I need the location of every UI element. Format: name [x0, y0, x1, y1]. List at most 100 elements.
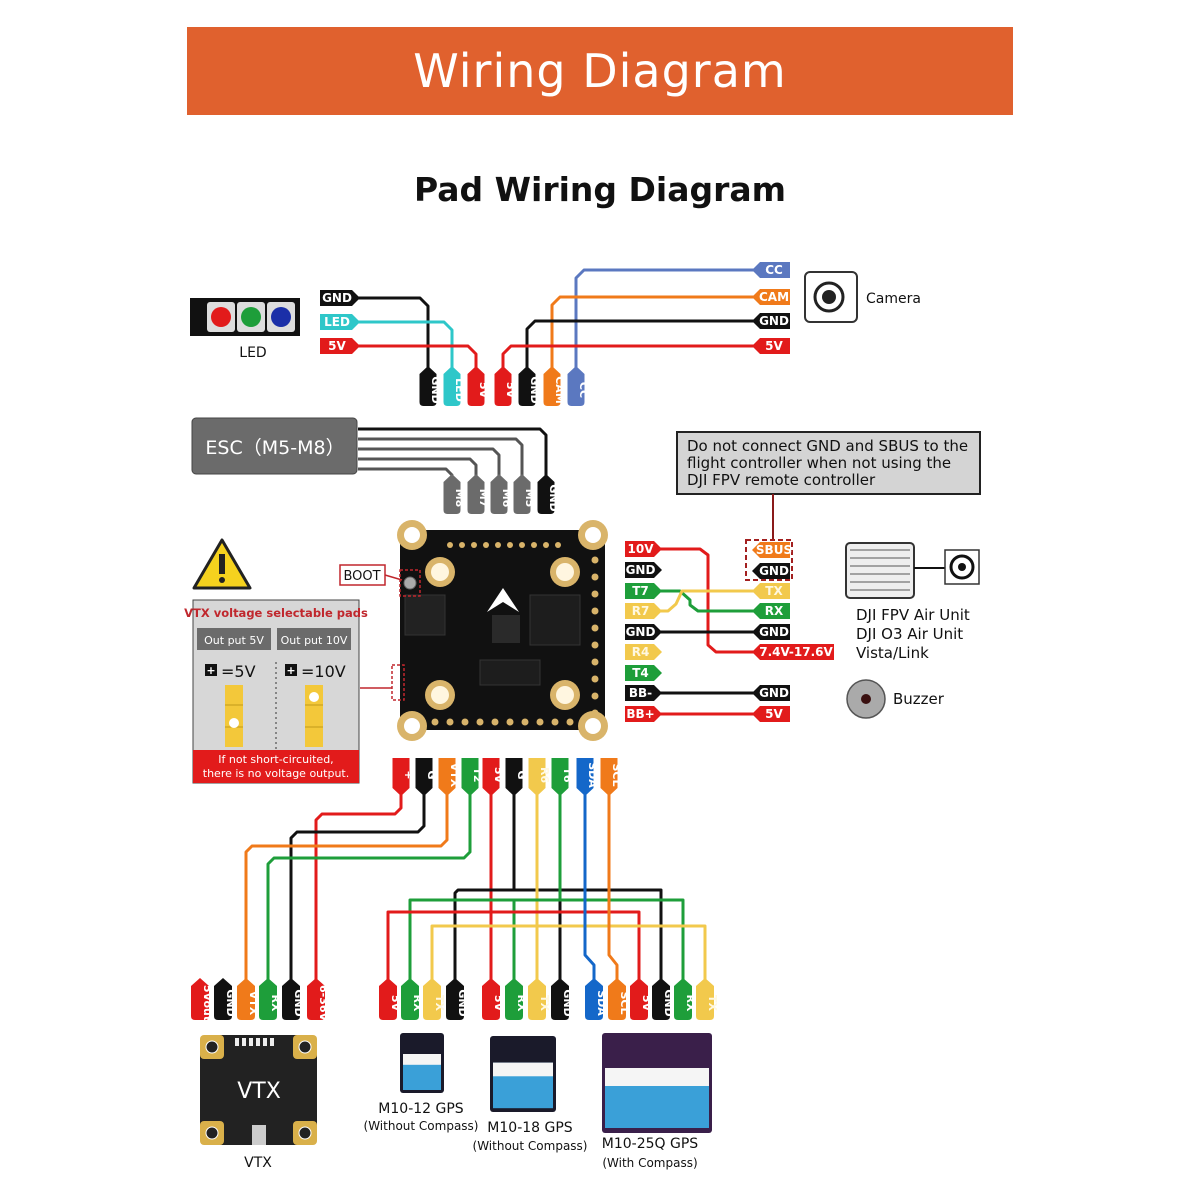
pad-tag-shape [461, 758, 479, 796]
led-light [211, 307, 231, 327]
pad-tag-label: 5V [477, 382, 490, 399]
pad-tag-shape [259, 978, 277, 1020]
pad-tag-label: SDA [595, 990, 608, 1016]
led-light [271, 307, 291, 327]
pad-tag-label: R6 [538, 767, 551, 783]
pad-tag-label: TX [765, 584, 783, 598]
fc-pad-cam-cam: CAM [543, 366, 566, 406]
pad-tag-label: M5 [523, 489, 536, 508]
pad-tag-shape [752, 603, 790, 619]
camera-label: Camera [866, 291, 921, 307]
pad-tag-label: GND [626, 563, 656, 577]
pad-tag-label: T4 [632, 666, 649, 680]
pad-tag-label: GND [626, 625, 656, 639]
camera-wire [501, 344, 755, 368]
pad-tag-label: 5V [328, 339, 346, 353]
fc-bottom-pad-+: + [392, 758, 415, 796]
pad-tag-label: 5V [389, 995, 402, 1012]
fc-pad-cam-5v: 5V [494, 366, 517, 406]
pad-tag-label: 5V [492, 767, 505, 784]
fc-bottom-pad-r6: R6 [528, 758, 551, 796]
fc-pad-10v: 10V [625, 541, 662, 557]
pad-tag-shape [237, 978, 255, 1020]
pad-tag-label: GND [759, 625, 789, 639]
plus-icon-glyph: + [206, 664, 215, 677]
pad-tag-label: RX [269, 995, 282, 1012]
gps-note: (With Compass) [602, 1156, 697, 1170]
fc-mount-hole [585, 527, 601, 543]
pad-tag-shape [551, 978, 569, 1020]
pad-tag-shape [518, 366, 536, 406]
esc-wire [358, 437, 524, 476]
pad-tag-label: GND [759, 686, 789, 700]
air-unit-pad-sbus: SBUS [752, 542, 792, 558]
vtx-pad-vtx: VTX [237, 978, 260, 1020]
vtx-pad-rx: RX [259, 978, 282, 1020]
pad-tag-shape [401, 978, 419, 1020]
pad-tag-shape [490, 474, 508, 514]
vtx-pad-highlight [391, 664, 405, 701]
gps-module: M10-12 GPS(Without Compass) [364, 1033, 479, 1133]
gps-module: M10-25Q GPS(With Compass) [602, 1033, 712, 1170]
buzzer-pad-5v: 5V [752, 706, 790, 722]
pad-tag-label: T2 [471, 767, 484, 782]
vtx-warning-line2: there is no voltage output. [203, 767, 349, 780]
pad-tag-label: GND [528, 376, 541, 403]
pad-tag-shape [467, 474, 485, 514]
vtx-warning-line1: If not short-circuited, [218, 753, 333, 766]
fc-solder-pad [591, 675, 599, 683]
pad-tag-shape [625, 685, 662, 701]
pad-tag-label: GND [547, 484, 560, 511]
pad-tag-label: RX [765, 604, 784, 618]
pad-tag-shape [494, 366, 512, 406]
fc-solder-pad [476, 718, 484, 726]
fc-pad-cam-cc: CC [567, 366, 590, 406]
vtx-option-header: Out put 10V [281, 634, 348, 647]
pad-tag-shape [543, 366, 561, 406]
gps-pad-gnd: GND [652, 978, 675, 1020]
solder-pad [225, 685, 243, 747]
pad-tag-label: TX [433, 995, 446, 1012]
air-unit-body [845, 542, 915, 599]
fc-pad-led-led: LED [443, 366, 466, 406]
pad-tag-shape [482, 758, 500, 796]
pad-tag-shape [443, 474, 461, 514]
esc-pad-m7: M7 [467, 474, 490, 514]
led-module: LED [190, 298, 300, 361]
fc-solder-pad [591, 590, 599, 598]
esc-pad-m5: M5 [513, 474, 536, 514]
pad-tag-label: GND [224, 989, 237, 1016]
fc-pad-bb+: BB+ [625, 706, 662, 722]
vtx-pin [249, 1038, 253, 1046]
fc-solder-pad [521, 718, 529, 726]
pad-tag-label: LED [324, 315, 350, 329]
led-light [241, 307, 261, 327]
pad-tag-label: GND [292, 989, 305, 1016]
pad-tag-shape [625, 562, 662, 578]
vtx-chip-label: VTX [237, 1079, 281, 1104]
gps-note: (Without Compass) [364, 1119, 479, 1133]
pad-tag-shape [505, 978, 523, 1020]
pad-tag-shape [608, 978, 626, 1020]
air-unit-label: DJI FPV Air Unit [856, 606, 970, 624]
gps-note: (Without Compass) [473, 1139, 588, 1153]
boot-button-icon [403, 576, 417, 590]
pad-tag-label: SCL [610, 763, 623, 786]
vtx-pin [270, 1038, 274, 1046]
camera-wire [525, 319, 755, 368]
fc-solder-pad [431, 718, 439, 726]
pad-tag-shape [625, 583, 662, 599]
gps-pad-tx: TX [528, 978, 551, 1020]
air-unit-pad-gnd: GND [752, 563, 790, 579]
vtx-option-header-bg [277, 628, 351, 650]
pad-tag-shape [282, 978, 300, 1020]
pad-tag-shape [446, 978, 464, 1020]
led-tag-led: LED [320, 314, 360, 330]
pad-tag-label: GND [322, 291, 352, 305]
pad-tag-label: GND [561, 989, 574, 1016]
esc-body [191, 417, 358, 475]
wire-vtx-rx [266, 790, 472, 985]
fc-solder-pad [591, 556, 599, 564]
